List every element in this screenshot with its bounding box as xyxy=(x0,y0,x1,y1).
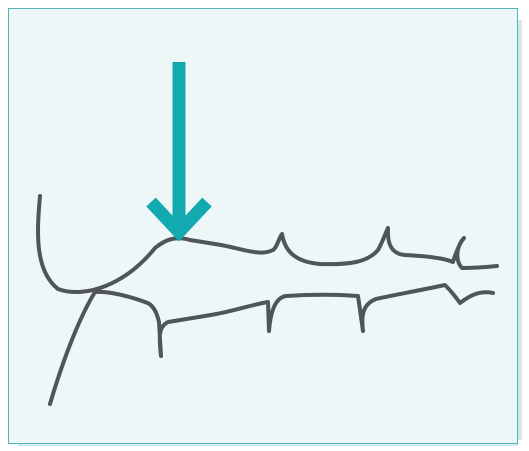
down-arrow-icon xyxy=(151,62,207,232)
upper-curve xyxy=(38,196,497,292)
lower-curve xyxy=(50,285,493,404)
